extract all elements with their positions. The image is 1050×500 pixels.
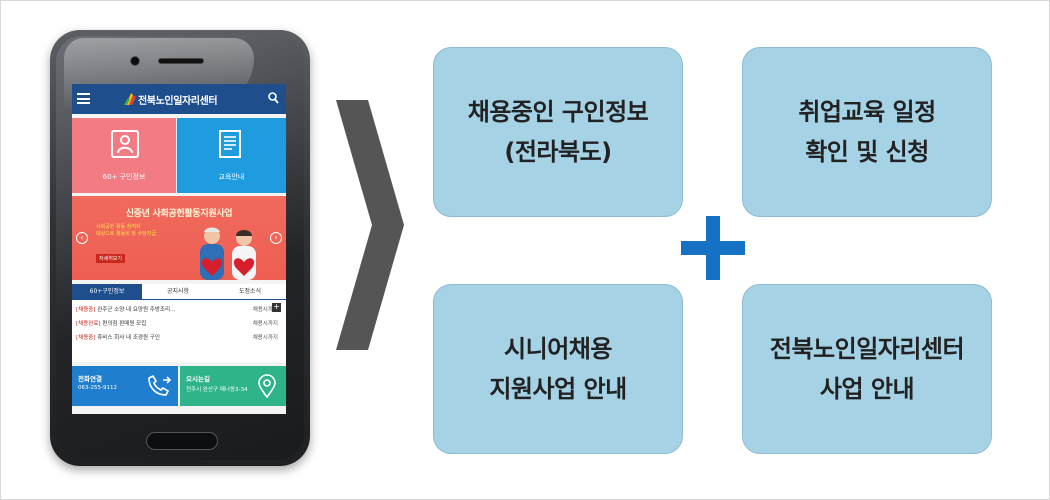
tab-job-info[interactable]: 60+구인정보 [72,284,142,300]
service-box-training-schedule: 취업교육 일정 확인 및 신청 [742,47,992,217]
search-icon[interactable] [268,92,279,104]
service-box-job-openings: 채용중인 구인정보 (전라북도) [433,47,683,217]
phone-icon [148,374,172,396]
app-header: 전북노인일자리센터 [72,84,286,114]
promo-banner[interactable]: 신중년 사회공헌활동지원사업 사회공헌 활동 참여자 대상으로 활동비 및 수당… [72,196,286,280]
tile-job-info-label: 60+ 구인정보 [102,173,146,181]
directions-address: 전주시 완산구 메너동3-34 [186,387,248,393]
tab-notice[interactable]: 공지사항 [166,288,190,295]
home-button [146,432,218,450]
directions-button[interactable]: 오시는길 전주시 완산구 메너동3-34 [180,366,286,406]
logo-icon [124,93,136,105]
call-number: 063-255-9112 [78,385,117,391]
service-box-line1: 채용중인 구인정보 [467,98,649,126]
chevron-right-icon [336,100,404,350]
news-tag: [채용중] [76,307,96,313]
news-tabs: 60+구인정보 공지사항 도정소식 [72,284,286,300]
location-pin-icon [258,374,276,398]
service-box-senior-hiring-support: 시니어채용 지원사업 안내 [433,284,683,454]
more-news-icon[interactable]: + [272,302,281,312]
news-title: 편의점 판매원 모집 [102,321,147,327]
call-label: 전화연결 [78,375,102,383]
list-item[interactable]: [채용중] 휴비스 회사 내 조경원 구인 채용시까지 [76,332,282,344]
service-box-line2: 사업 안내 [819,375,915,403]
menu-icon[interactable] [77,93,90,104]
news-state: 채용시까지 [252,335,278,341]
news-tag: [채용완료] [76,321,101,327]
service-box-center-programs: 전북노인일자리센터 사업 안내 [742,284,992,454]
phone-screen: 전북노인일자리센터 60+ 구인정보 교육안내 [72,84,286,414]
call-button[interactable]: 전화연결 063-255-9112 [72,366,178,406]
service-box-line2: 확인 및 신청 [805,138,929,166]
banner-more-button[interactable]: 자세히보기 [96,254,126,263]
person-card-icon [111,130,139,158]
news-state: 채용시까지 [252,307,278,313]
senior-couple-illustration [200,227,256,280]
banner-subtitle-line2: 대상으로 활동비 및 수당지급 [96,231,156,237]
plus-icon-bar [681,241,745,255]
document-icon [219,130,241,158]
service-box-line2: (전라북도) [504,138,612,166]
banner-next-icon[interactable]: › [270,232,282,244]
service-box-line1: 취업교육 일정 [798,98,936,126]
news-title: 완주군 소양 내 요양원 주방조리... [97,307,176,313]
earpiece-speaker [158,58,204,64]
tile-job-info[interactable]: 60+ 구인정보 [72,118,176,193]
list-item[interactable]: [채용완료] 편의점 판매원 모집 채용시까지 [76,318,282,330]
news-state: 채용시까지 [252,321,278,327]
news-title: 휴비스 회사 내 조경원 구인 [97,335,160,341]
smartphone-mockup: 전북노인일자리센터 60+ 구인정보 교육안내 [50,30,310,466]
directions-label: 오시는길 [186,375,210,383]
app-title: 전북노인일자리센터 [138,96,218,107]
tile-education-label: 교육안내 [218,173,245,181]
news-tag: [채용중] [76,335,96,341]
list-item[interactable]: [채용중] 완주군 소양 내 요양원 주방조리... 채용시까지 [76,304,282,316]
tile-education[interactable]: 교육안내 [177,118,286,193]
service-box-line2: 지원사업 안내 [489,375,627,403]
banner-title: 신중년 사회공헌활동지원사업 [125,209,233,219]
news-list: [채용중] 완주군 소양 내 요양원 주방조리... 채용시까지 [채용완료] … [72,300,286,362]
banner-prev-icon[interactable]: ‹ [76,232,88,244]
front-camera [130,56,140,66]
banner-subtitle: 사회공헌 활동 참여자 대상으로 활동비 및 수당지급 [96,224,186,238]
tab-provincial-news[interactable]: 도정소식 [238,288,262,295]
service-box-line1: 전북노인일자리센터 [769,335,965,363]
service-box-line1: 시니어채용 [504,335,612,363]
banner-subtitle-line1: 사회공헌 활동 참여자 [96,224,141,230]
